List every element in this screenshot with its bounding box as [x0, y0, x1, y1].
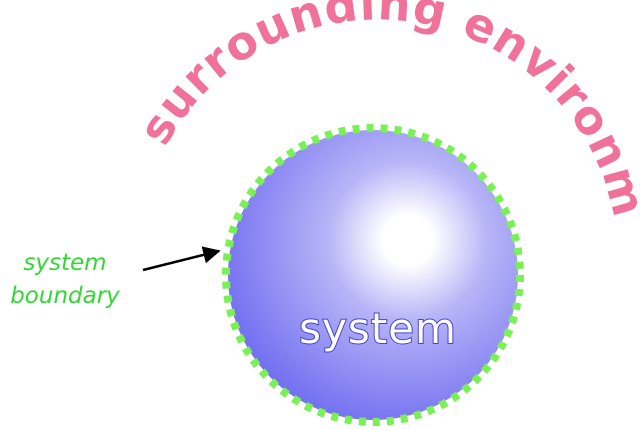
boundary-label-line2: boundary	[10, 283, 120, 309]
system-boundary	[222, 124, 524, 426]
system-sphere	[228, 130, 518, 420]
boundary-label-line1: system	[23, 250, 106, 276]
system-label: system	[299, 304, 457, 353]
boundary-arrow	[142, 246, 221, 272]
